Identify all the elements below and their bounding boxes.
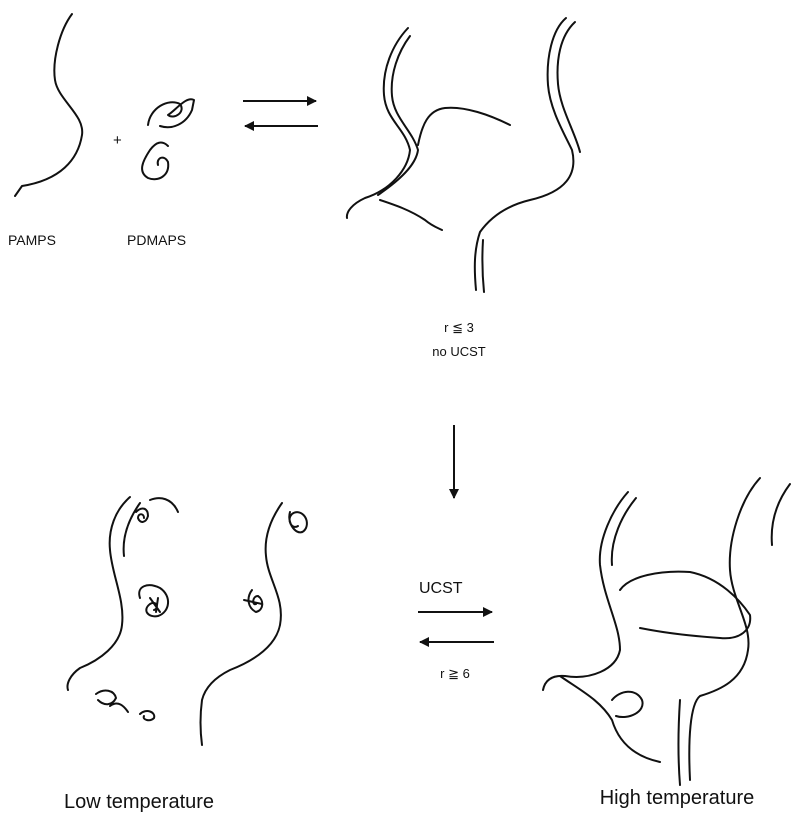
ratio-high-label: r ≧ 6 bbox=[440, 666, 470, 681]
high-temperature-complex bbox=[543, 478, 790, 785]
pdmaps-coils bbox=[142, 99, 194, 179]
no-ucst-label: no UCST bbox=[432, 344, 486, 359]
pdmaps-label: PDMAPS bbox=[127, 232, 186, 248]
low-temperature-label: Low temperature bbox=[64, 791, 214, 813]
complex-top bbox=[347, 18, 580, 292]
pamps-chain bbox=[15, 14, 82, 196]
ucst-label: UCST bbox=[419, 580, 463, 597]
low-temperature-complex bbox=[68, 497, 307, 745]
high-temperature-label: High temperature bbox=[600, 787, 755, 809]
pamps-label: PAMPS bbox=[8, 232, 56, 248]
ratio-low-label: r ≦ 3 bbox=[444, 320, 474, 335]
plus-sign: + bbox=[113, 132, 122, 149]
